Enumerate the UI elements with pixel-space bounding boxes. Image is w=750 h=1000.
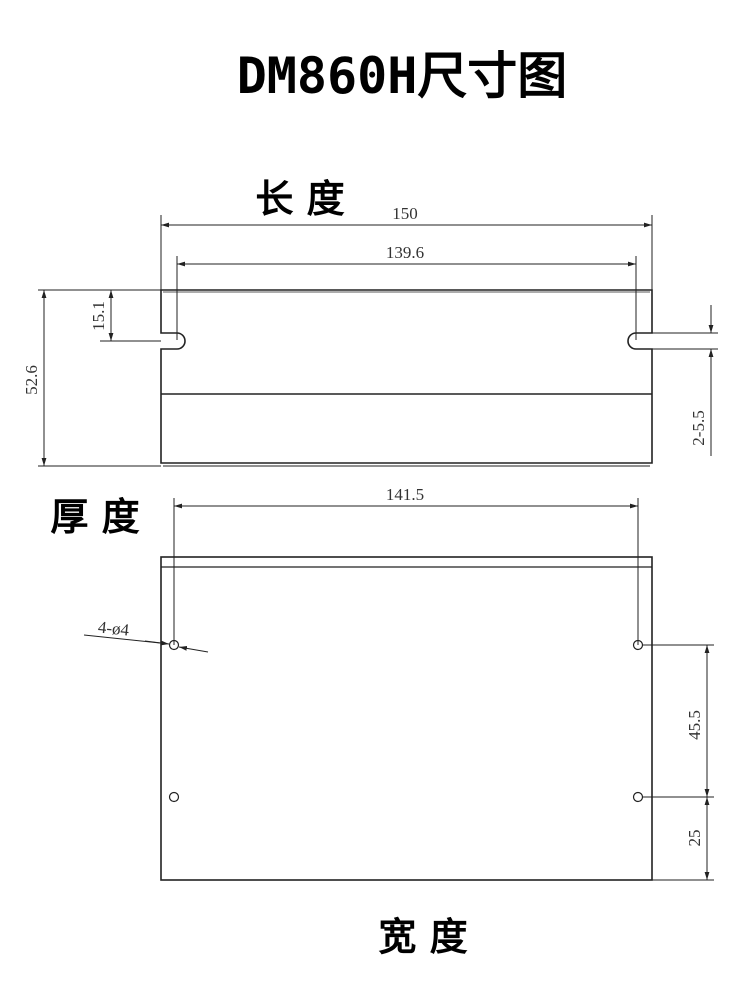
- heading-length: 长 度: [255, 177, 344, 221]
- top-view: 150 139.6 52.6 15.1 2-5.5: [22, 204, 718, 467]
- dim-slot-width: 2-5.5: [689, 410, 708, 445]
- page-title: DM860H尺寸图: [237, 47, 568, 105]
- dim-height: 52.6: [22, 365, 41, 395]
- heading-width: 宽 度: [378, 915, 467, 959]
- dim-overall-length: 150: [392, 204, 418, 223]
- mounting-hole: [632, 791, 644, 803]
- mounting-hole: [168, 791, 180, 803]
- mounting-hole: [168, 639, 180, 651]
- heading-thickness: 厚 度: [50, 495, 139, 539]
- dim-hole-spacing: 141.5: [386, 485, 424, 504]
- dim-slot-spacing: 139.6: [386, 243, 424, 262]
- dim-hole-edge-offset: 25: [685, 830, 704, 847]
- dim-slot-depth: 15.1: [89, 301, 108, 331]
- dim-hole-diameter: 4-ø4: [97, 617, 130, 639]
- front-view: 141.5 4-ø4 45.5 25: [83, 485, 714, 881]
- mounting-hole: [632, 639, 644, 651]
- dim-hole-vertical-spacing: 45.5: [685, 710, 704, 740]
